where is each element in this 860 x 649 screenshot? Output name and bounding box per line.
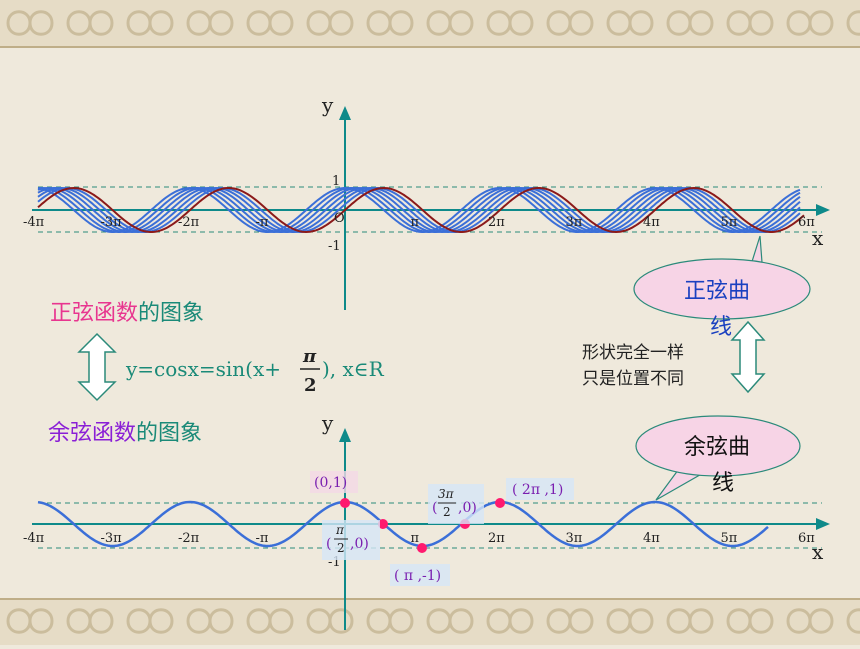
top-tick-1: 1	[332, 174, 340, 189]
note-line2: 只是位置不同	[582, 369, 684, 389]
x-tick-label: π	[411, 215, 420, 230]
x-tick-label: -2π	[178, 531, 200, 546]
point-halfpi-0	[378, 519, 388, 529]
x-tick-label: -2π	[178, 215, 200, 230]
sine-graph-title: 正弦函数的图象	[50, 301, 204, 326]
label-0-1: (0,1)	[314, 475, 347, 491]
x-tick-label: -3π	[101, 531, 123, 546]
double-arrow-right	[730, 320, 766, 394]
double-arrow-left	[77, 332, 117, 402]
label-pi-neg1: ( π ,-1)	[394, 568, 441, 584]
callout-sine-line2: 线	[710, 315, 732, 340]
point-0-1	[340, 498, 350, 508]
x-tick-label: -4π	[23, 531, 45, 546]
note-line1: 形状完全一样	[582, 343, 684, 363]
top-border	[0, 0, 860, 46]
label-halfpi-num: π	[335, 523, 345, 537]
top-x-arrow	[816, 204, 830, 216]
x-tick-label: π	[411, 531, 420, 546]
label-halfpi-prefix: (	[326, 536, 331, 552]
top-sine-shifting-strands	[37, 186, 801, 234]
label-3halfpi-suffix: ,0)	[458, 500, 477, 516]
top-x-tick-labels: -4π -3π -2π -π π 2π 3π 4π 5π 6π	[23, 215, 815, 230]
x-tick-label: 6π	[798, 215, 815, 230]
label-3halfpi-prefix: (	[432, 500, 437, 516]
label-3halfpi-den: 2	[443, 505, 451, 519]
callout-sine: 正弦曲 线	[633, 235, 811, 340]
top-x-label: x	[812, 226, 824, 250]
callout-cosine: 余弦曲 线	[635, 415, 801, 501]
x-tick-label: -3π	[101, 215, 123, 230]
callout-cosine-line1: 余弦曲	[684, 435, 750, 460]
top-y-arrow	[339, 106, 351, 120]
shifted-sine-strand	[37, 186, 801, 233]
x-tick-label: 4π	[643, 215, 660, 230]
x-tick-label: -4π	[23, 215, 45, 230]
label-halfpi-den: 2	[337, 541, 345, 555]
bottom-x-tick-labels: -4π -3π -2π -π π 2π 3π 4π 5π 6π	[23, 531, 815, 546]
x-tick-label: 6π	[798, 531, 815, 546]
x-tick-label: -π	[256, 215, 269, 230]
x-tick-label: 5π	[721, 531, 738, 546]
callout-cosine-line2: 线	[712, 471, 734, 496]
top-origin: O	[334, 211, 345, 226]
x-tick-label: 4π	[643, 531, 660, 546]
cosine-title-suffix: 的图象	[136, 421, 202, 446]
top-tick-neg1: -1	[328, 239, 341, 254]
formula-left: y=cosx=sin(x+	[125, 357, 281, 381]
cosine-graph-title: 余弦函数的图象	[48, 421, 202, 446]
x-tick-label: 3π	[566, 215, 583, 230]
bottom-cosine-curve	[37, 500, 769, 548]
x-tick-label: 2π	[488, 215, 505, 230]
sine-title-prefix: 正弦函数	[50, 301, 138, 326]
point-2pi-1	[495, 498, 505, 508]
top-graph: y x 1 -1 O -4π -3π -2π -π π 2π 3π 4π 5π 6π	[23, 93, 830, 310]
label-3halfpi-num: 3π	[438, 487, 455, 501]
callout-sine-line1: 正弦曲	[684, 279, 750, 304]
x-tick-label: 3π	[566, 531, 583, 546]
bottom-border	[0, 600, 860, 645]
shifted-sine-strand	[37, 187, 801, 234]
formula-numerator: π	[302, 346, 317, 367]
cosine-title-prefix: 余弦函数	[48, 421, 136, 446]
sine-title-suffix: 的图象	[138, 301, 204, 326]
formula-right: ), x∈R	[322, 357, 385, 381]
formula: y=cosx=sin(x+ π 2 ), x∈R	[125, 346, 385, 396]
label-2pi-1: ( 2π ,1)	[512, 482, 563, 498]
formula-denominator: 2	[304, 375, 317, 396]
label-halfpi-suffix: ,0)	[350, 536, 369, 552]
bottom-x-arrow	[816, 518, 830, 530]
top-y-label: y	[321, 93, 334, 117]
top-sine-curve	[37, 186, 805, 234]
point-pi-neg1	[417, 543, 427, 553]
bottom-y-label: y	[321, 411, 334, 435]
x-tick-label: 5π	[721, 215, 738, 230]
x-tick-label: -π	[256, 531, 269, 546]
bottom-y-arrow	[339, 428, 351, 442]
shifted-sine-strand	[37, 186, 801, 233]
shifted-sine-strand	[37, 186, 801, 234]
x-tick-label: 2π	[488, 531, 505, 546]
bottom-x-label: x	[812, 540, 824, 564]
